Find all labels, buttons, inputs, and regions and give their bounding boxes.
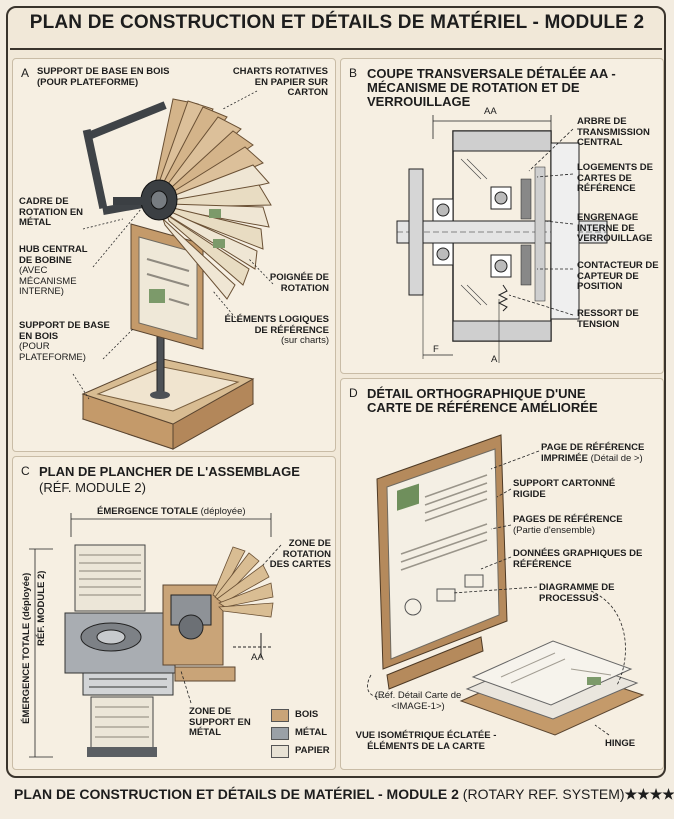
panel-c-subtitle: (RÉF. MODULE 2) (39, 480, 146, 495)
panel-c-floor-plan (29, 513, 282, 758)
dim-a: A (491, 354, 498, 365)
label-hinge: HINGE (605, 738, 636, 749)
label-poignee: POIGNÉE DE ROTATION (269, 272, 329, 294)
label-arbre: ARBRE DE TRANSMISSION CENTRAL (577, 116, 650, 148)
panel-b-title: COUPE TRANSVERSALE DÉTALÉE AA -MÉCANISME… (367, 66, 616, 109)
panel-a: A SUPPORT DE BASE EN BOIS(POUR PLATEFORM… (12, 58, 336, 452)
panel-a-drawing (72, 90, 274, 450)
panel-c-letter: C (21, 464, 30, 478)
panel-b-cross-section (396, 115, 608, 363)
legend-label-metal: MÉTAL (295, 727, 328, 738)
chart-fan (152, 98, 272, 300)
label-ressort: RESSORT DE TENSION (577, 308, 639, 330)
page-title: PLAN DE CONSTRUCTION ET DÉTAILS DE MATÉR… (29, 12, 645, 33)
label-zone-rotation: ZONE DE ROTATION DES CARTES (269, 538, 331, 570)
footer-system: (ROTARY REF. SYSTEM) (462, 786, 625, 802)
legend-swatch-papier (271, 745, 289, 758)
panel-d-card-detail (367, 434, 645, 736)
label-cadre-rotation: CADRE DE ROTATION EN MÉTAL (19, 196, 84, 228)
legend-swatch-metal (271, 727, 289, 740)
label-logements: LOGEMENTS DE CARTES DE RÉFÉRENCE (577, 162, 654, 194)
dim-aa-c: AA (251, 652, 264, 663)
label-elements-logiques: ÉLÉMENTS LOGIQUES DE RÉFÉRENCE(sur chart… (224, 314, 329, 346)
label-zone-support: ZONE DE SUPPORT EN MÉTAL (189, 706, 251, 738)
label-vue-isometrique: VUE ISOMÉTRIQUE ÉCLATÉE - ÉLÉMENTS DE LA… (355, 730, 497, 752)
label-engrenage: ENGRENAGE INTERNE DE VERROUILLAGE (577, 212, 653, 244)
footer: PLAN DE CONSTRUCTION ET DÉTAILS DE MATÉR… (14, 786, 674, 803)
panel-b-letter: B (349, 66, 358, 80)
panel-a-letter: A (21, 66, 30, 80)
label-support-base-top: SUPPORT DE BASE EN BOIS(POUR PLATEFORME) (37, 66, 170, 88)
label-support-base-bottom: SUPPORT DE BASE EN BOIS(POUR PLATEFORME) (19, 320, 110, 363)
dim-emergence-side: ÉMERGENCE TOTALE (déployée) (20, 572, 32, 724)
label-support-cartonne: SUPPORT CARTONNÉ RIGIDE (513, 478, 616, 500)
label-page-imprimee: PAGE DE RÉFÉRENCE IMPRIMÉE (Détail de >) (541, 442, 645, 464)
panel-d-letter: D (349, 386, 358, 400)
dim-emergence-top: ÉMERGENCE TOTALE (déployée) (97, 506, 246, 517)
label-donnees-graphiques: DONNÉES GRAPHIQUES DE RÉFÉRENCE (513, 548, 643, 570)
panel-b: B COUPE TRANSVERSALE DÉTALÉE AA -MÉCANIS… (340, 58, 664, 374)
dim-f: F (433, 344, 439, 355)
label-charts-rotatives: CHARTS ROTATIVES EN PAPIER SUR CARTON (232, 66, 328, 98)
panel-c: C PLAN DE PLANCHER DE L'ASSEMBLAGE (RÉF.… (12, 456, 336, 770)
label-diagramme: DIAGRAMME DE PROCESSUS (539, 582, 615, 604)
legend-label-bois: BOIS (295, 709, 319, 720)
legend-label-papier: PAPIER (295, 745, 330, 756)
panel-c-title: PLAN DE PLANCHER DE L'ASSEMBLAGE (39, 464, 300, 479)
footer-stars: ★★★★ (624, 786, 674, 802)
title-divider (10, 48, 662, 50)
label-hub-central: HUB CENTRAL DE BOBINE(AVEC MÉCANISME INT… (19, 244, 88, 297)
dim-ref-module: RÉF. MODULE 2) (35, 570, 47, 646)
legend-swatch-bois (271, 709, 289, 722)
label-contacteur: CONTACTEUR DE CAPTEUR DE POSITION (577, 260, 659, 292)
label-ref-detail: (Réf. Détail Carte de <IMAGE-1>) (374, 690, 462, 712)
footer-title: PLAN DE CONSTRUCTION ET DÉTAILS DE MATÉR… (14, 786, 459, 802)
dim-aa-b: AA (484, 106, 497, 117)
label-pages-reference: PAGES DE RÉFÉRENCE(Partie d'ensemble) (513, 514, 623, 536)
